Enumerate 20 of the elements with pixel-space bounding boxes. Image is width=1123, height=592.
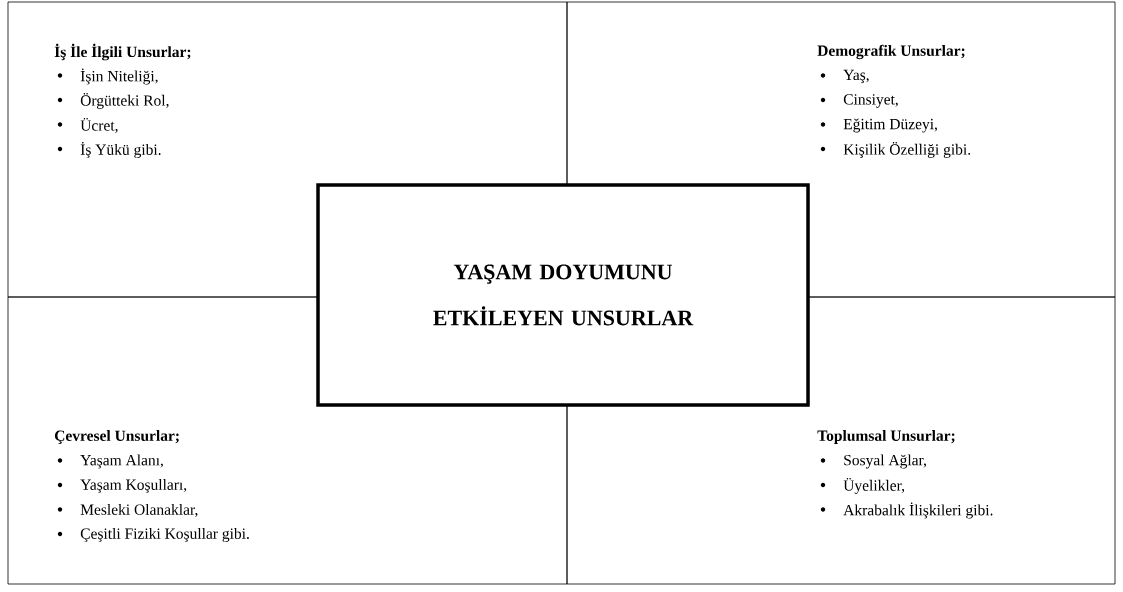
list-item: Kişilik Özelliği gibi.	[843, 142, 971, 158]
list-item: Akrabalık İlişkileri gibi.	[843, 502, 993, 519]
heading: Demografik Unsurlar;	[817, 44, 965, 60]
heading: Çevresel Unsurlar;	[54, 430, 179, 444]
list-item: Yaşam Koşulları,	[80, 479, 187, 494]
list-item: Eğitim Düzeyi,	[843, 118, 937, 133]
list-item: İş Yükü gibi.	[80, 141, 161, 159]
title-box: YAŞAM DOYUMUNU ETKİLEYEN UNSURLAR	[316, 183, 810, 407]
list-item: İşin Niteliği,	[80, 68, 158, 85]
list-item: Ücret,	[80, 118, 118, 133]
heading: İş İle İlgili Unsurlar;	[54, 43, 191, 61]
list-item: Sosyal Ağlar,	[844, 454, 926, 469]
list-item: Mesleki Olanaklar,	[80, 503, 198, 518]
heading: Toplumsal Unsurlar;	[817, 430, 955, 445]
list-item: Çeşitli Fiziki Koşullar gibi.	[80, 527, 249, 543]
list-item: Yaş,	[843, 69, 869, 84]
list-item: Üyelikler,	[843, 478, 905, 494]
list-item: Örgütteki Rol,	[80, 93, 169, 109]
list-item: Yaşam Alanı,	[80, 454, 163, 469]
list-item: Cinsiyet,	[843, 94, 898, 108]
